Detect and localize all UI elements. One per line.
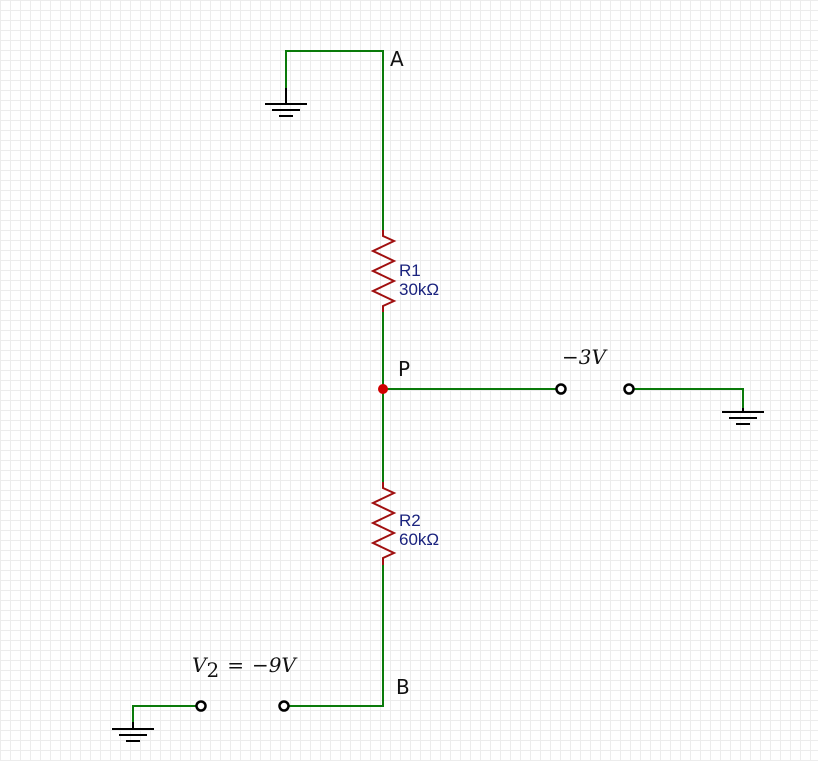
- resistor-r2: R2 60kΩ: [370, 482, 439, 565]
- ground-icon: [112, 722, 154, 742]
- wire-terminal-to-right-ground: [633, 388, 744, 408]
- resistor-r1-value: 30kΩ: [399, 280, 439, 299]
- node-p-label: P: [398, 357, 410, 381]
- source-v1-label: −3V: [562, 345, 608, 369]
- source-v2-value: −9V: [252, 653, 298, 677]
- node-a-label: A: [390, 47, 404, 71]
- resistor-icon: [370, 230, 397, 312]
- wire-ground-to-a: [285, 50, 384, 230]
- resistor-r1: R1 30kΩ: [370, 230, 439, 312]
- ground-icon: [265, 88, 307, 117]
- source-v2-symbol: V: [192, 653, 209, 677]
- source-v2-subscript: 2: [206, 658, 219, 682]
- terminal-icon: [555, 383, 567, 395]
- source-v2-label: V2 = −9V: [192, 653, 298, 682]
- wires: [132, 50, 744, 728]
- resistor-r1-name: R1: [399, 261, 421, 280]
- node-b-label: B: [396, 675, 410, 699]
- ground-icon: [722, 408, 764, 425]
- terminal-icon: [278, 700, 290, 712]
- resistor-icon: [370, 482, 397, 565]
- resistor-r2-name: R2: [399, 511, 421, 530]
- resistor-r2-value: 60kΩ: [399, 530, 439, 549]
- terminal-icon: [195, 700, 207, 712]
- wire-r2-to-b: [289, 565, 384, 707]
- terminal-icon: [623, 383, 635, 395]
- source-v2-equals: =: [227, 653, 244, 677]
- junction-dot-icon: [378, 384, 388, 394]
- wire-left-ground-to-terminal: [132, 705, 196, 728]
